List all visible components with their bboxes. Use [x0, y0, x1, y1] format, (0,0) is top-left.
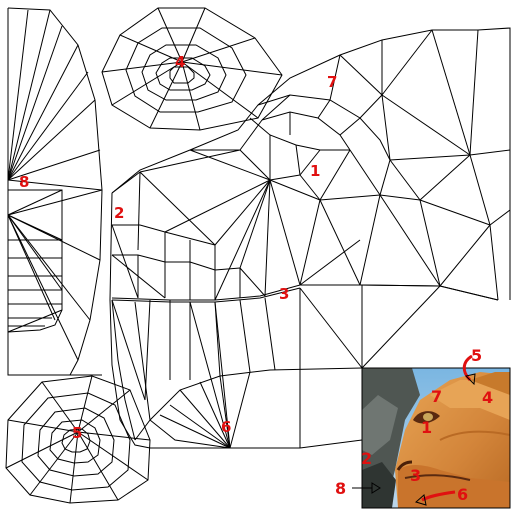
- uv-island-8: [7, 7, 103, 376]
- uv-label-5: 5: [72, 424, 82, 442]
- inset-render: [352, 354, 511, 509]
- uv-label-1: 1: [310, 162, 320, 180]
- uv-label-3: 3: [279, 285, 289, 303]
- inset-label-5: 5: [471, 346, 482, 365]
- uv-label-6: 6: [221, 418, 231, 436]
- uv-label-2: 2: [114, 204, 124, 222]
- uv-island-main: [109, 27, 511, 449]
- inset-label-8: 8: [335, 479, 346, 498]
- inset-label-3: 3: [410, 466, 421, 485]
- inset-label-2: 2: [361, 449, 372, 468]
- uv-island-4: [101, 7, 283, 131]
- inset-label-1: 1: [421, 418, 432, 437]
- uv-island-5: [5, 375, 151, 504]
- inset-label-6: 6: [457, 485, 468, 504]
- inset-label-4: 4: [482, 388, 493, 407]
- inset-label-7: 7: [431, 387, 442, 406]
- uv-label-7: 7: [327, 73, 337, 91]
- uv-label-4: 4: [175, 53, 185, 71]
- uv-label-8: 8: [19, 173, 29, 191]
